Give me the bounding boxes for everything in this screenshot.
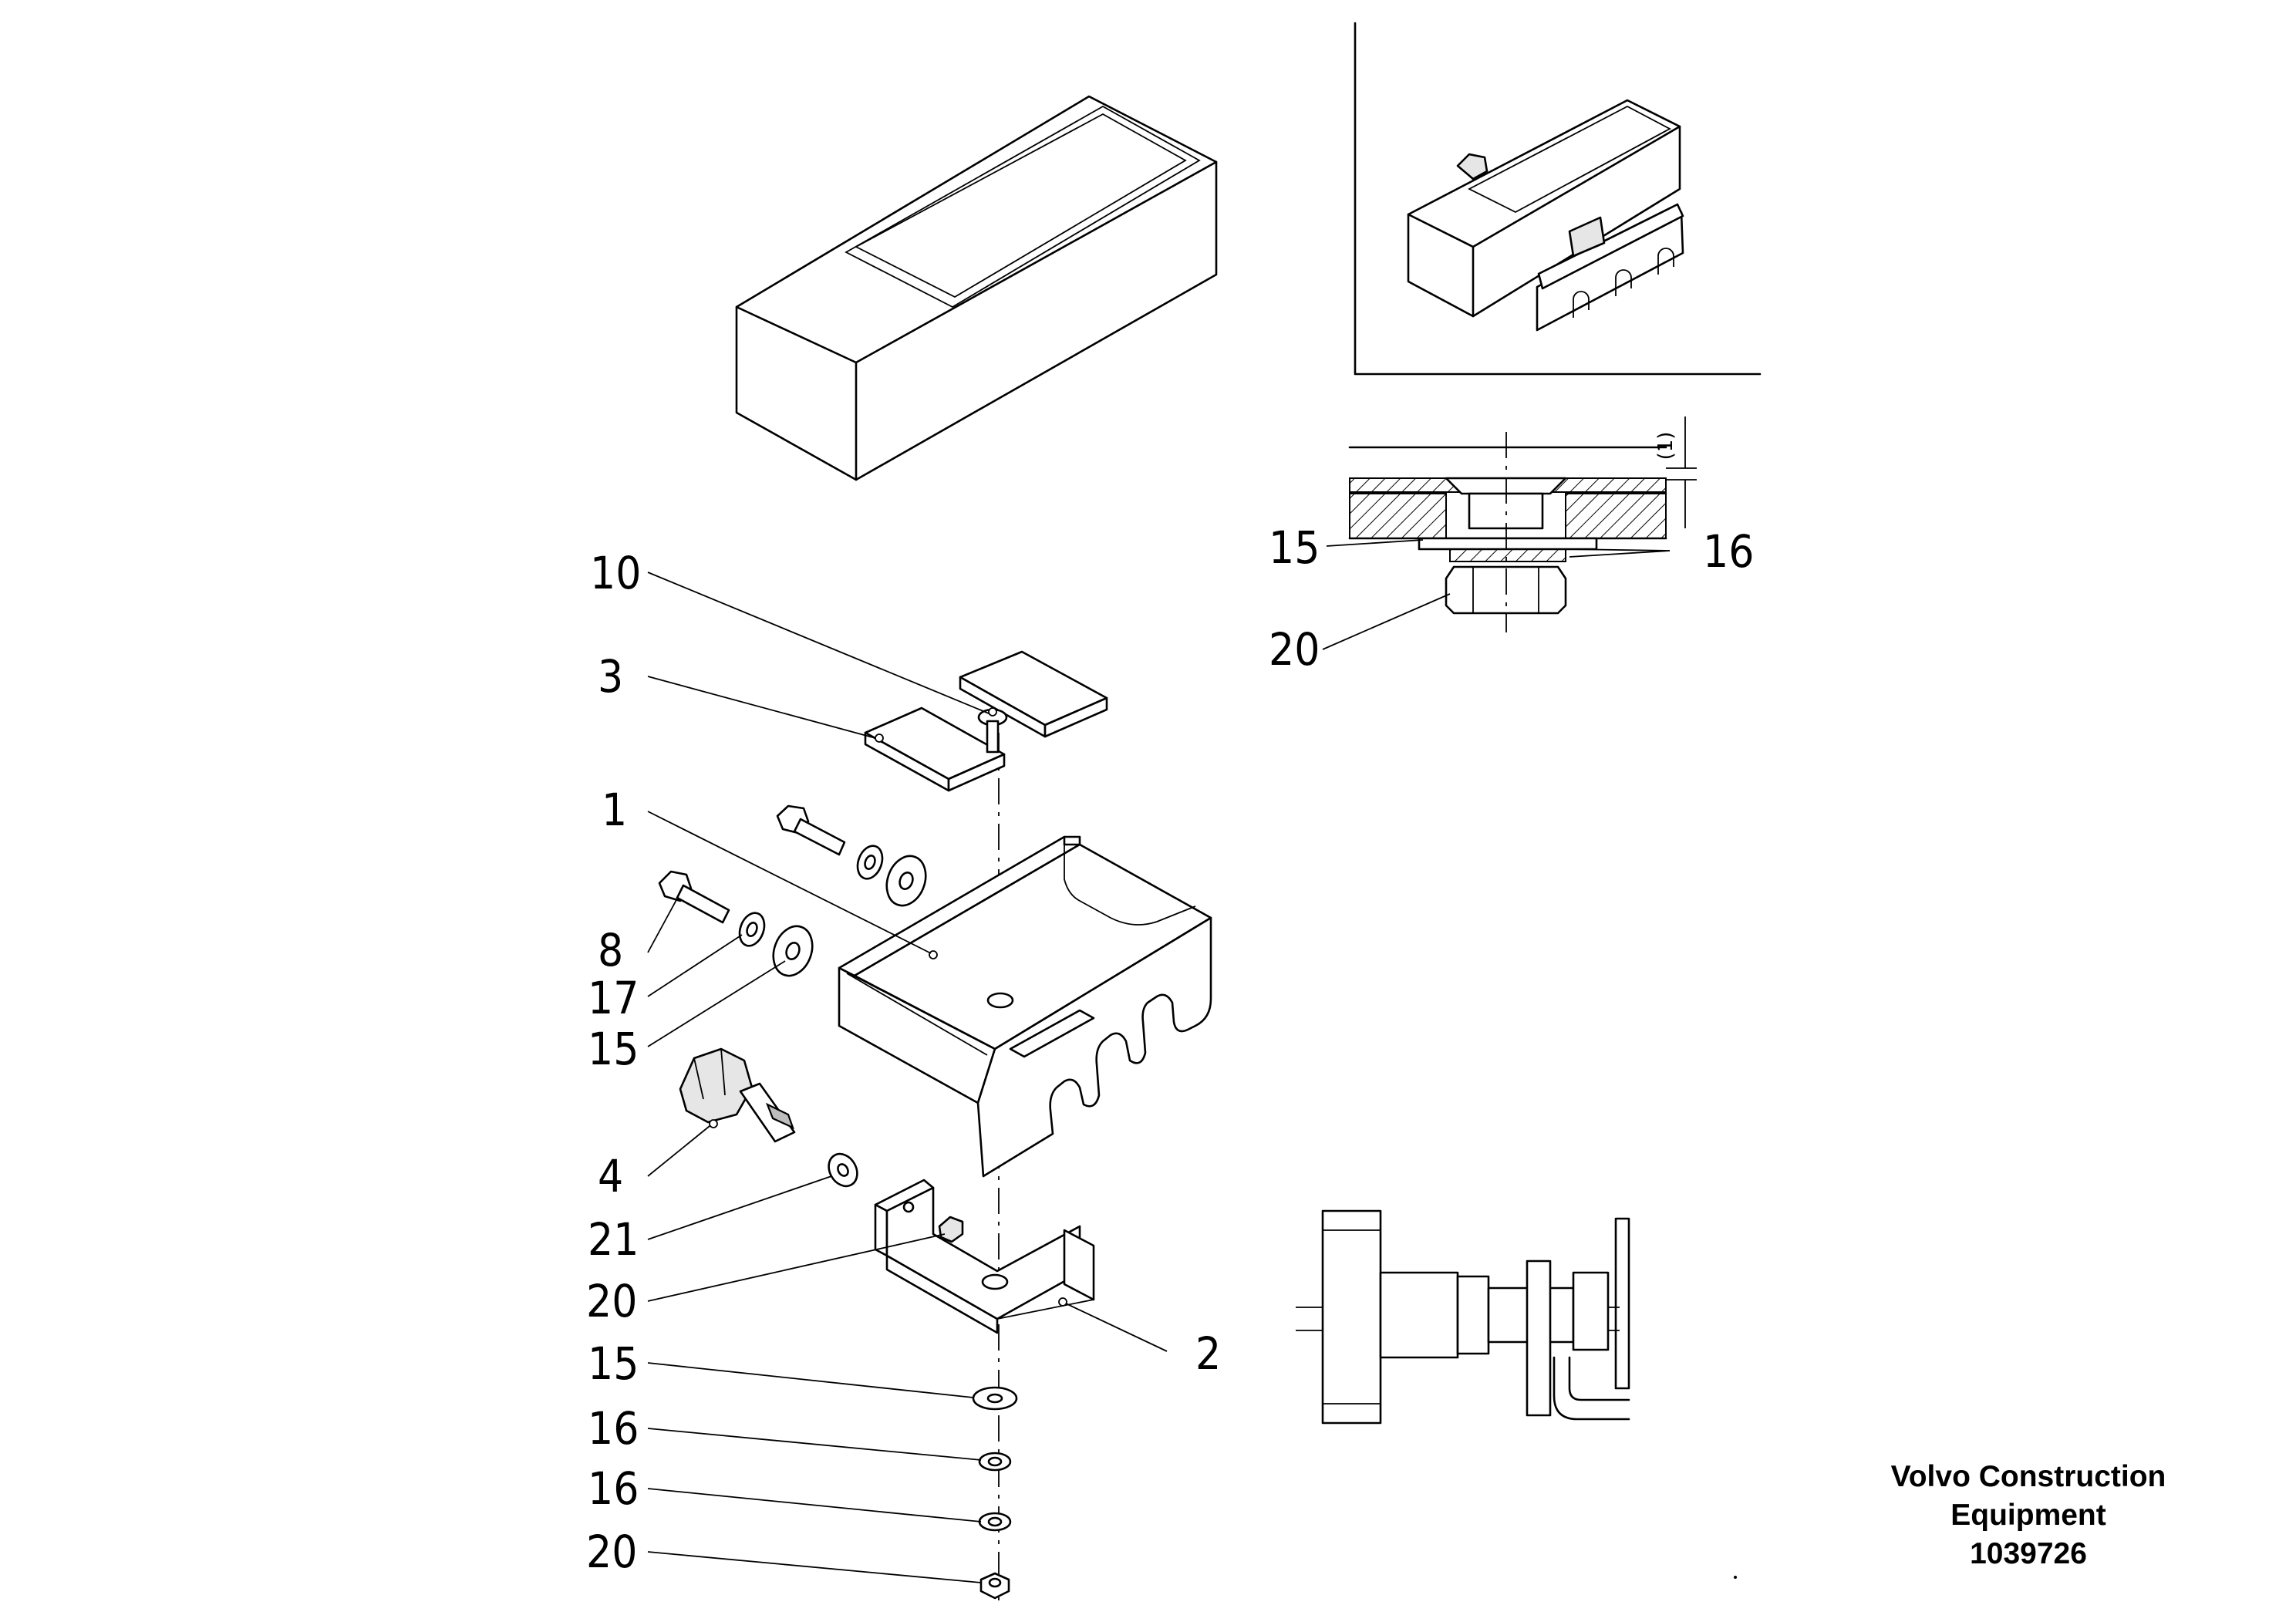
footer-line-2: Equipment — [1950, 1499, 2106, 1532]
stray-mark — [1734, 1576, 1737, 1579]
inset-assembled-view — [1354, 22, 1762, 376]
callout-labels: 10 3 1 8 17 15 4 21 20 2 15 16 16 20 15 … — [586, 521, 1754, 1578]
lower-washer-15 — [972, 1386, 1018, 1411]
part-10-pad — [959, 650, 1108, 738]
callout-16-lower-b: 16 — [588, 1462, 639, 1515]
part-8-bolt — [658, 870, 730, 924]
section-view-mounting: (1) — [1322, 416, 1697, 650]
callout-15-lower: 15 — [588, 1337, 639, 1390]
part-4-knob — [679, 1047, 796, 1143]
callout-10: 10 — [590, 547, 641, 599]
manufacturer-footer: Volvo Construction Equipment 1039726 — [1836, 1458, 2221, 1573]
callout-20-lower: 20 — [586, 1526, 637, 1578]
callout-2: 2 — [1195, 1327, 1221, 1380]
part-17-washer — [738, 912, 766, 947]
callout-8: 8 — [598, 924, 623, 976]
washer-upper-small — [856, 845, 884, 880]
part-15-washer — [772, 925, 814, 977]
callout-16-lower-a: 16 — [588, 1402, 639, 1455]
section-callout-20: 20 — [1269, 623, 1320, 676]
washer-upper-large — [885, 855, 927, 907]
dimension-label: (1) — [1654, 432, 1677, 460]
bolt-upper — [776, 804, 846, 856]
section-callout-15: 15 — [1269, 521, 1320, 574]
housing-box — [735, 95, 1218, 481]
lower-nut-20 — [979, 1572, 1010, 1600]
part-1-bracket — [838, 835, 1212, 1178]
leader-lines — [647, 572, 1168, 1583]
footer-code: 1039726 — [1970, 1537, 2087, 1570]
callout-4: 4 — [598, 1150, 623, 1202]
part-2-u-bracket — [874, 1179, 1095, 1334]
callout-17: 17 — [588, 972, 639, 1024]
callout-20: 20 — [586, 1275, 637, 1327]
knob-side-view — [1296, 1209, 1630, 1425]
part-3-pad — [864, 706, 1006, 792]
callout-3: 3 — [598, 650, 623, 703]
lower-washer-16b — [978, 1512, 1012, 1532]
callout-1: 1 — [602, 784, 627, 836]
footer-line-1: Volvo Construction — [1890, 1460, 2166, 1493]
lower-washer-16a — [978, 1452, 1012, 1472]
callout-15: 15 — [588, 1023, 639, 1075]
exploded-assembly — [658, 650, 1212, 1600]
part-21-sleeve — [828, 1152, 858, 1188]
callout-21: 21 — [588, 1213, 639, 1266]
section-callout-16: 16 — [1703, 525, 1754, 578]
